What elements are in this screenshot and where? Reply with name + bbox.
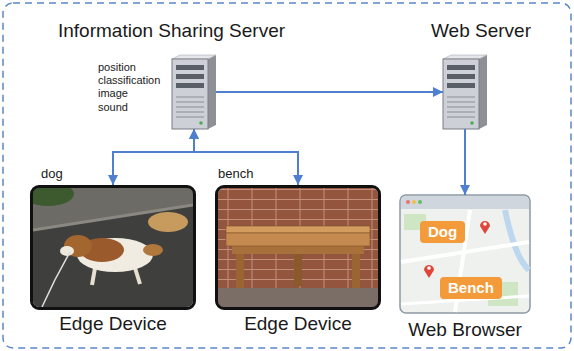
classification-label: bench (218, 166, 253, 182)
marker-text: Bench (448, 279, 494, 297)
browser-titlebar (401, 196, 529, 209)
bench-apron (232, 246, 364, 254)
server-icon (172, 55, 216, 129)
server-slot (176, 65, 204, 70)
plants (33, 188, 74, 206)
second-dog (148, 212, 188, 232)
map-pin (480, 221, 490, 234)
server-vent (176, 97, 204, 117)
connector-arrow (216, 91, 443, 93)
data-field-list: position classification image sound (98, 61, 160, 114)
map-pin-dot (427, 266, 431, 270)
server-front (443, 59, 479, 129)
dog-leg (135, 268, 140, 284)
connector-arrow (194, 129, 298, 185)
dog-tail (143, 244, 163, 256)
server-side (208, 55, 216, 129)
dashed-frame (3, 3, 571, 348)
map-pin (424, 265, 434, 278)
device-caption: Edge Device (244, 313, 352, 336)
server-led (199, 121, 203, 125)
server-top (172, 55, 216, 59)
browser-illustration (400, 195, 530, 313)
bench-board (226, 233, 370, 246)
edge-device-box: benchEdge Device (215, 185, 381, 310)
window-dot (406, 200, 410, 204)
server-slot (447, 65, 475, 70)
map-pin-dot (483, 222, 487, 226)
asphalt (33, 188, 193, 307)
marker-text: Dog (428, 223, 457, 241)
connector-arrow (113, 129, 194, 185)
server-vent (447, 97, 475, 117)
dog-snout (60, 246, 74, 256)
server-front (172, 59, 208, 129)
bench-photo (218, 188, 378, 307)
browser-node: Web BrowserDogBench (400, 195, 530, 313)
server-slot (447, 74, 475, 79)
server-heading: Web Server (431, 20, 531, 43)
classification-label: dog (41, 166, 63, 182)
server-slot (176, 74, 204, 79)
dog-photo (33, 188, 193, 307)
map-marker-label: Bench (440, 277, 502, 299)
map-river (505, 210, 529, 270)
edge-device-box: dogEdge Device (30, 185, 196, 310)
connector-arrow (464, 129, 466, 195)
browser-window (400, 195, 530, 313)
server-node: Information Sharing Serverposition class… (172, 55, 216, 129)
brick-ground (218, 188, 378, 307)
server-icon (443, 55, 487, 129)
window-dot (412, 200, 416, 204)
map-marker-label: Dog (420, 221, 465, 243)
window-dot (418, 200, 422, 204)
server-slot (447, 83, 475, 88)
device-caption: Edge Device (59, 313, 167, 336)
leash (42, 252, 70, 307)
server-side (479, 55, 487, 129)
server-heading: Information Sharing Server (58, 20, 285, 43)
bench-board (226, 226, 370, 233)
server-top (443, 55, 487, 59)
server-led (470, 121, 474, 125)
server-slot (176, 83, 204, 88)
pavement (218, 288, 378, 307)
server-node: Web Server (443, 55, 487, 129)
dog-leg (92, 268, 95, 285)
browser-caption: Web Browser (408, 319, 522, 342)
